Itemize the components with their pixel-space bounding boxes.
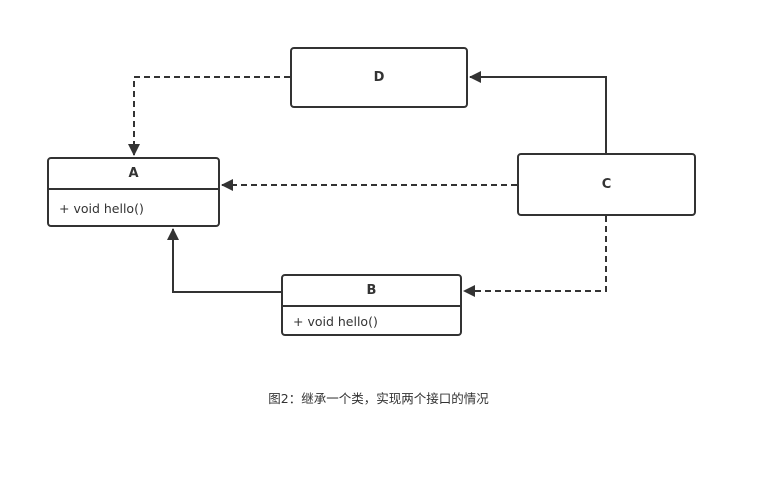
arrow-b-to-a bbox=[167, 228, 281, 293]
arrow-c-to-d bbox=[469, 71, 607, 153]
class-box-b[interactable]: B + void hello() bbox=[281, 274, 462, 336]
class-box-c[interactable]: C bbox=[517, 153, 696, 216]
class-box-a[interactable]: A + void hello() bbox=[47, 157, 220, 227]
class-a-method: + void hello() bbox=[59, 201, 144, 216]
class-box-d[interactable]: D bbox=[290, 47, 468, 108]
class-a-divider bbox=[49, 188, 218, 190]
figure-caption: 图2：继承一个类，实现两个接口的情况 bbox=[268, 391, 489, 406]
class-b-name: B bbox=[366, 283, 377, 298]
arrow-c-to-b bbox=[463, 216, 607, 297]
arrow-d-to-a bbox=[128, 76, 290, 156]
class-b-divider bbox=[283, 305, 460, 307]
class-d-name: D bbox=[373, 70, 385, 85]
class-c-name: C bbox=[601, 177, 612, 192]
class-a-name: A bbox=[128, 166, 139, 181]
class-b-method: + void hello() bbox=[293, 314, 378, 329]
